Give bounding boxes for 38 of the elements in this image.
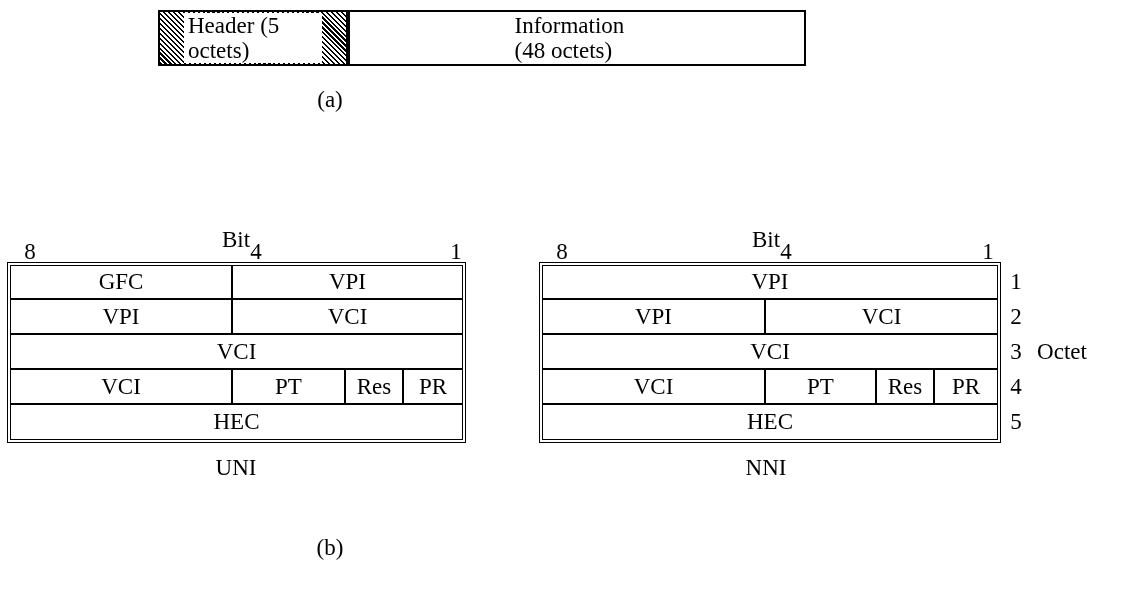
header-field-cell: VCI [765,299,998,334]
field-label: Header (5 octets) [184,13,322,63]
figure-caption: (b) [316,535,344,561]
octet-number: 5 [1010,409,1022,435]
bit-number: 4 [250,239,262,265]
bit-number: 1 [982,239,994,265]
header-field-cell: VPI [10,299,232,334]
header-field-cell: VCI [542,369,765,404]
header-field [158,10,348,66]
table-caption: NNI [745,455,787,481]
header-field-cell: PT [765,369,876,404]
octet-number: 3 [1010,339,1022,365]
table-caption: UNI [215,455,257,481]
axis-title: Bit [221,227,251,252]
bit-number: 1 [450,239,462,265]
header-field-cell: PT [232,369,345,404]
header-field-cell: Res [345,369,403,404]
header-field-cell: VPI [232,265,463,299]
axis-title: Octet [1037,339,1087,365]
header-field-cell: Res [876,369,934,404]
octet-number: 2 [1010,304,1022,330]
octet-number: 1 [1010,269,1022,295]
header-field-cell: VCI [10,334,463,369]
header-field-cell: PR [934,369,998,404]
figure-caption: (a) [317,87,343,113]
header-field-cell: GFC [10,265,232,299]
axis-title: Bit [751,227,781,252]
header-field-cell: VPI [542,299,765,334]
bit-number: 4 [780,239,792,265]
header-field-cell: PR [403,369,463,404]
header-field-cell: VCI [232,299,463,334]
octet-number: 4 [1010,374,1022,400]
bit-number: 8 [24,239,36,265]
information-field [348,10,806,66]
header-field-cell: VCI [542,334,998,369]
field-label: Information (48 octets) [514,13,626,63]
header-field-cell: VCI [10,369,232,404]
bit-number: 8 [556,239,568,265]
